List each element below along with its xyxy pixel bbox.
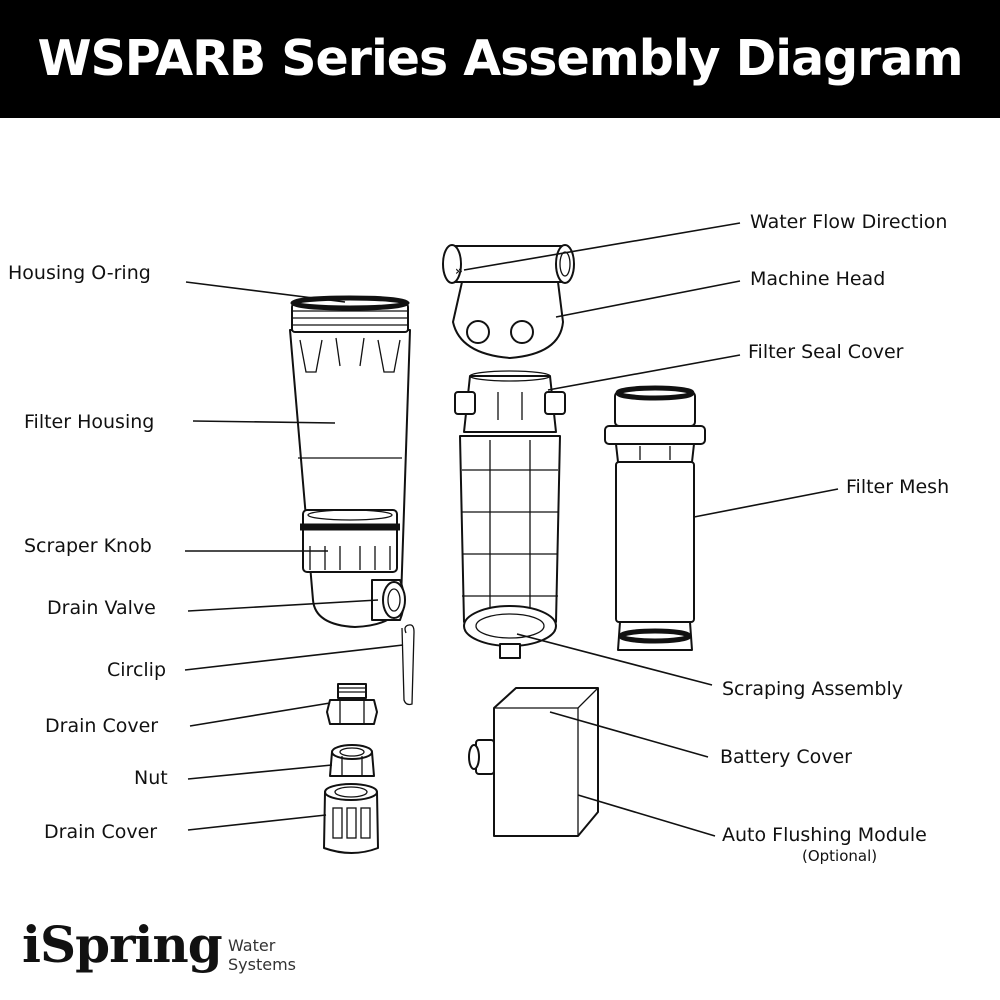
label-filter-seal-cover: Filter Seal Cover (748, 341, 904, 363)
filter-seal-cover-drawing (454, 370, 566, 433)
drain-cover-bottom-drawing (323, 783, 379, 854)
filter-housing-drawing (289, 303, 411, 628)
label-nut: Nut (134, 767, 168, 789)
label-optional: (Optional) (802, 847, 877, 865)
label-water-flow-direction: Water Flow Direction (750, 211, 947, 233)
nut-drawing (329, 744, 375, 777)
label-filter-housing: Filter Housing (24, 411, 154, 433)
label-housing-oring: Housing O-ring (8, 262, 151, 284)
circlip-drawing (401, 624, 415, 706)
label-drain-valve: Drain Valve (47, 597, 156, 619)
label-drain-cover-top: Drain Cover (45, 715, 158, 737)
label-auto-flushing-module: Auto Flushing Module (722, 824, 927, 846)
label-scraping-assembly: Scraping Assembly (722, 678, 903, 700)
label-circlip: Circlip (107, 659, 166, 681)
scraper-knob-drawing (300, 509, 400, 573)
logo-wordmark: iSpring (22, 915, 223, 974)
scraping-assembly-drawing (459, 435, 561, 659)
auto-flushing-module-drawing (468, 687, 599, 837)
page-title: WSPARB Series Assembly Diagram (37, 30, 963, 87)
label-filter-mesh: Filter Mesh (846, 476, 949, 498)
label-machine-head: Machine Head (750, 268, 885, 290)
title-bar: WSPARB Series Assembly Diagram (0, 0, 1000, 118)
housing-oring-drawing (290, 295, 410, 311)
machine-head-drawing: » (442, 244, 575, 359)
label-battery-cover: Battery Cover (720, 746, 852, 768)
label-drain-cover-bottom: Drain Cover (44, 821, 157, 843)
svg-text:»: » (455, 264, 463, 278)
drain-cover-top-drawing (326, 683, 378, 725)
leader-lines (184, 222, 839, 837)
logo-subtitle-line2: Systems (228, 955, 296, 974)
drain-valve-drawing (371, 579, 406, 621)
label-scraper-knob: Scraper Knob (24, 535, 152, 557)
logo-subtitle-line1: Water (228, 936, 276, 955)
filter-mesh-drawing (604, 385, 706, 651)
